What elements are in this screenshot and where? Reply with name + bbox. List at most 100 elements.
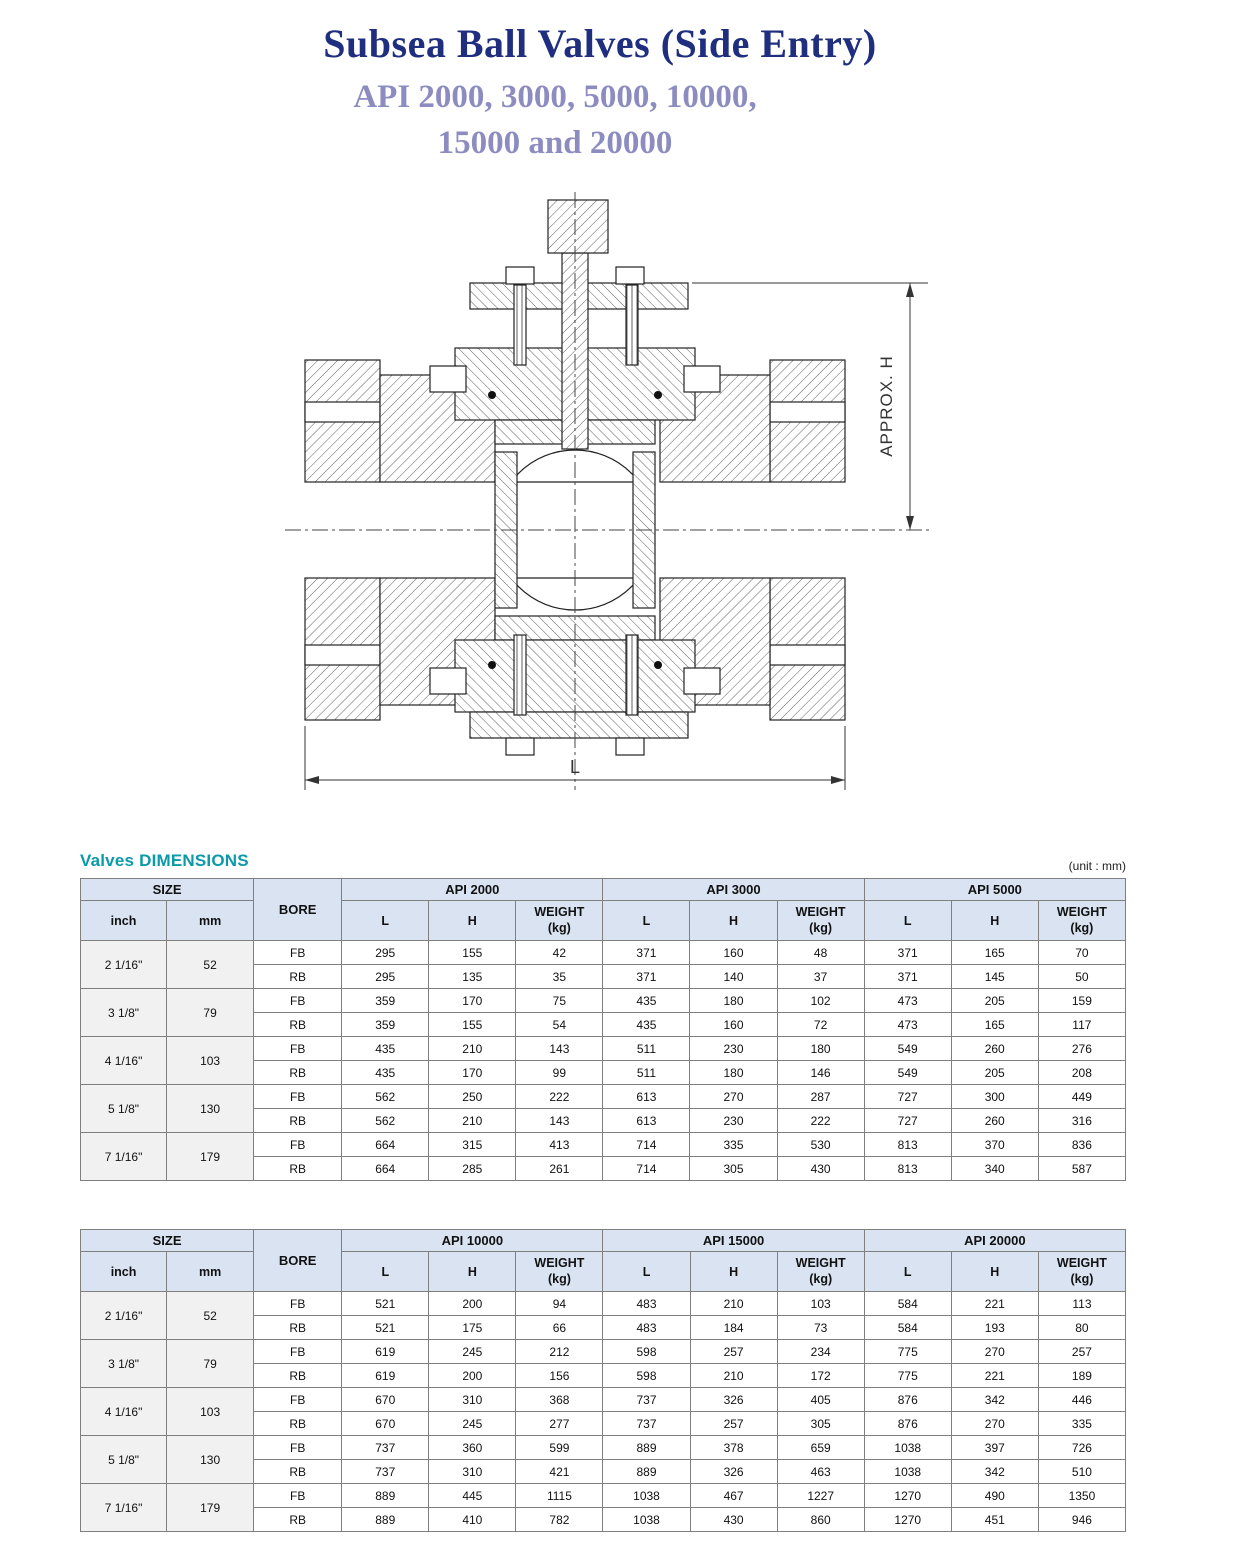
weight-col-header: WEIGHT(kg): [1037, 1251, 1127, 1292]
valve-drawing-container: APPROX. H L: [280, 190, 940, 818]
value-cell: 549: [863, 1060, 952, 1085]
weight-col-header: WEIGHT(kg): [1037, 900, 1127, 941]
value-cell: 210: [428, 1108, 517, 1133]
value-cell: 737: [602, 1411, 691, 1436]
value-cell: 155: [428, 940, 517, 965]
value-cell: 446: [1037, 1387, 1127, 1412]
value-cell: 562: [341, 1084, 430, 1109]
value-cell: 200: [428, 1291, 517, 1316]
value-cell: 613: [602, 1084, 691, 1109]
dimension-h-lines: [692, 282, 928, 530]
size-inch-cell: 2 1/16": [79, 940, 168, 989]
value-cell: 1350: [1037, 1483, 1127, 1508]
value-cell: 1038: [863, 1459, 952, 1484]
value-cell: 421: [515, 1459, 604, 1484]
value-cell: 587: [1037, 1156, 1127, 1181]
value-cell: 342: [950, 1387, 1039, 1412]
value-cell: 584: [863, 1315, 952, 1340]
value-cell: 714: [602, 1156, 691, 1181]
value-cell: 277: [515, 1411, 604, 1436]
length-col-header: L: [602, 900, 691, 941]
value-cell: 726: [1037, 1435, 1127, 1460]
mm-header: mm: [166, 1251, 255, 1292]
value-cell: 170: [428, 988, 517, 1013]
value-cell: 467: [689, 1483, 778, 1508]
bore-cell: FB: [253, 1084, 343, 1109]
value-cell: 335: [1037, 1411, 1127, 1436]
heading-word-valves: Valves: [80, 851, 135, 870]
centerlines: [285, 192, 930, 790]
value-cell: 143: [515, 1036, 604, 1061]
value-cell: 145: [950, 964, 1039, 989]
size-mm-cell: 130: [166, 1435, 255, 1484]
value-cell: 782: [515, 1507, 604, 1532]
value-cell: 50: [1037, 964, 1127, 989]
weight-unit-label: (kg): [809, 1271, 833, 1286]
bore-cell: FB: [253, 1036, 343, 1061]
value-cell: 80: [1037, 1315, 1127, 1340]
value-cell: 727: [863, 1108, 952, 1133]
weight-col-header: WEIGHT(kg): [776, 1251, 865, 1292]
length-col-header: L: [863, 1251, 952, 1292]
value-cell: 510: [1037, 1459, 1127, 1484]
weight-label: WEIGHT: [1056, 904, 1107, 919]
value-cell: 72: [776, 1012, 865, 1037]
value-cell: 435: [602, 1012, 691, 1037]
value-cell: 221: [950, 1363, 1039, 1388]
value-cell: 285: [428, 1156, 517, 1181]
value-cell: 445: [428, 1483, 517, 1508]
value-cell: 483: [602, 1291, 691, 1316]
value-cell: 371: [863, 964, 952, 989]
page-subtitle: API 2000, 3000, 5000, 10000, 15000 and 2…: [0, 75, 1240, 166]
bore-cell: RB: [253, 1411, 343, 1436]
value-cell: 156: [515, 1363, 604, 1388]
length-col-header: L: [602, 1251, 691, 1292]
value-cell: 135: [428, 964, 517, 989]
value-cell: 511: [602, 1060, 691, 1085]
value-cell: 276: [1037, 1036, 1127, 1061]
value-cell: 326: [689, 1459, 778, 1484]
value-cell: 54: [515, 1012, 604, 1037]
value-cell: 70: [1037, 940, 1127, 965]
size-mm-cell: 179: [166, 1132, 255, 1181]
value-cell: 113: [1037, 1291, 1127, 1316]
height-col-header: H: [428, 1251, 517, 1292]
value-cell: 48: [776, 940, 865, 965]
value-cell: 73: [776, 1315, 865, 1340]
size-mm-cell: 52: [166, 1291, 255, 1340]
value-cell: 670: [341, 1387, 430, 1412]
bore-cell: RB: [253, 1363, 343, 1388]
api-group-header: API 5000: [863, 878, 1127, 901]
value-cell: 659: [776, 1435, 865, 1460]
value-cell: 160: [689, 940, 778, 965]
value-cell: 165: [950, 1012, 1039, 1037]
size-mm-cell: 130: [166, 1084, 255, 1133]
value-cell: 549: [863, 1036, 952, 1061]
value-cell: 212: [515, 1339, 604, 1364]
size-inch-cell: 7 1/16": [79, 1132, 168, 1181]
value-cell: 664: [341, 1156, 430, 1181]
value-cell: 257: [689, 1339, 778, 1364]
value-cell: 435: [341, 1036, 430, 1061]
value-cell: 310: [428, 1387, 517, 1412]
bore-cell: RB: [253, 1459, 343, 1484]
length-col-header: L: [341, 1251, 430, 1292]
value-cell: 737: [602, 1387, 691, 1412]
value-cell: 613: [602, 1108, 691, 1133]
value-cell: 1038: [602, 1483, 691, 1508]
size-inch-cell: 7 1/16": [79, 1483, 168, 1532]
value-cell: 103: [776, 1291, 865, 1316]
value-cell: 876: [863, 1387, 952, 1412]
